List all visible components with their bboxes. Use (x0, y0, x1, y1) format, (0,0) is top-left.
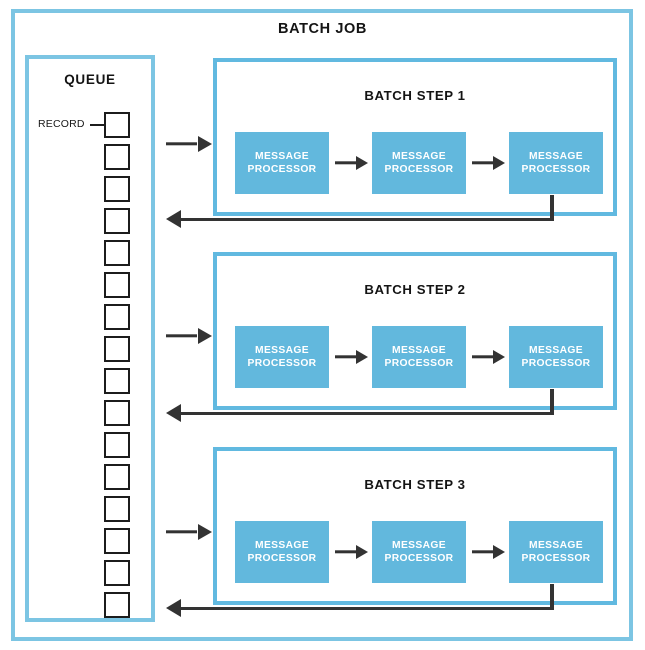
queue-to-step-2-arrow-icon (166, 328, 212, 344)
flow-arrow-right-icon (466, 156, 509, 170)
step-3-to-queue-return-arrow-icon (166, 584, 554, 632)
return-horizontal-segment (180, 217, 554, 222)
processor-line-2: PROCESSOR (247, 553, 317, 564)
arrow-head (198, 524, 212, 540)
queue-record-cell[interactable] (104, 528, 130, 554)
message-processor[interactable]: MESSAGE PROCESSOR (235, 132, 329, 194)
queue-record-cell[interactable] (104, 304, 130, 330)
arrow-head (493, 545, 505, 559)
batch-step-1-processor-row: MESSAGE PROCESSOR MESSAGE PROCESSOR MESS… (235, 132, 603, 194)
flow-arrow-right-icon (329, 156, 372, 170)
queue-record-cell[interactable] (104, 560, 130, 586)
queue-record-cell[interactable] (104, 112, 130, 138)
record-label: RECORD (38, 118, 85, 130)
processor-line-1: MESSAGE (255, 150, 309, 162)
queue-record-cell[interactable] (104, 400, 130, 426)
queue-record-list (104, 112, 138, 618)
message-processor[interactable]: MESSAGE PROCESSOR (372, 326, 466, 388)
message-processor[interactable]: MESSAGE PROCESSOR (509, 521, 603, 583)
arrow-head (493, 350, 505, 364)
return-vertical-segment (550, 195, 554, 221)
arrow-shaft (166, 530, 197, 534)
processor-line-2: PROCESSOR (384, 553, 454, 564)
queue-record-cell[interactable] (104, 144, 130, 170)
step-1-to-queue-return-arrow-icon (166, 195, 554, 243)
queue-record-cell[interactable] (104, 368, 130, 394)
processor-line-1: MESSAGE (392, 344, 446, 356)
batch-step-2: BATCH STEP 2 MESSAGE PROCESSOR MESSAGE P… (213, 252, 617, 410)
batch-step-2-title: BATCH STEP 2 (364, 282, 466, 297)
processor-line-1: MESSAGE (529, 150, 583, 162)
queue-record-cell[interactable] (104, 592, 130, 618)
arrow-head (356, 350, 368, 364)
queue-record-cell[interactable] (104, 208, 130, 234)
batch-step-2-processor-row: MESSAGE PROCESSOR MESSAGE PROCESSOR MESS… (235, 326, 603, 388)
queue-title: QUEUE (64, 72, 116, 87)
record-leader-line (90, 124, 104, 126)
arrow-shaft (472, 355, 495, 359)
batch-step-3: BATCH STEP 3 MESSAGE PROCESSOR MESSAGE P… (213, 447, 617, 605)
batch-step-3-processor-row: MESSAGE PROCESSOR MESSAGE PROCESSOR MESS… (235, 521, 603, 583)
processor-line-1: MESSAGE (529, 539, 583, 551)
arrow-head (356, 156, 368, 170)
message-processor[interactable]: MESSAGE PROCESSOR (509, 132, 603, 194)
message-processor[interactable]: MESSAGE PROCESSOR (509, 326, 603, 388)
return-vertical-segment (550, 584, 554, 610)
batch-step-1: BATCH STEP 1 MESSAGE PROCESSOR MESSAGE P… (213, 58, 617, 216)
processor-line-1: MESSAGE (255, 539, 309, 551)
queue-record-cell[interactable] (104, 336, 130, 362)
arrow-shaft (166, 334, 197, 338)
message-processor[interactable]: MESSAGE PROCESSOR (372, 132, 466, 194)
batch-step-3-title: BATCH STEP 3 (364, 477, 466, 492)
message-processor[interactable]: MESSAGE PROCESSOR (372, 521, 466, 583)
queue-record-cell[interactable] (104, 272, 130, 298)
arrow-head (493, 156, 505, 170)
arrow-shaft (472, 550, 495, 554)
processor-line-2: PROCESSOR (247, 164, 317, 175)
processor-line-2: PROCESSOR (521, 164, 591, 175)
arrow-head (166, 210, 181, 229)
batch-job-title: BATCH JOB (278, 21, 367, 37)
flow-arrow-right-icon (329, 350, 372, 364)
step-2-to-queue-return-arrow-icon (166, 389, 554, 437)
processor-line-2: PROCESSOR (384, 164, 454, 175)
processor-line-1: MESSAGE (392, 539, 446, 551)
queue-record-cell[interactable] (104, 496, 130, 522)
queue-to-step-1-arrow-icon (166, 136, 212, 152)
queue-record-cell[interactable] (104, 240, 130, 266)
processor-line-2: PROCESSOR (247, 358, 317, 369)
processor-line-1: MESSAGE (529, 344, 583, 356)
arrow-shaft (472, 161, 495, 165)
flow-arrow-right-icon (466, 350, 509, 364)
flow-arrow-right-icon (329, 545, 372, 559)
arrow-head (166, 599, 181, 618)
arrow-head (166, 404, 181, 423)
queue-record-cell[interactable] (104, 176, 130, 202)
arrow-shaft (335, 550, 358, 554)
return-horizontal-segment (180, 411, 554, 416)
message-processor[interactable]: MESSAGE PROCESSOR (235, 326, 329, 388)
queue-record-cell[interactable] (104, 432, 130, 458)
arrow-head (198, 328, 212, 344)
processor-line-2: PROCESSOR (521, 553, 591, 564)
arrow-shaft (335, 355, 358, 359)
queue-container (25, 55, 155, 622)
message-processor[interactable]: MESSAGE PROCESSOR (235, 521, 329, 583)
processor-line-1: MESSAGE (392, 150, 446, 162)
flow-arrow-right-icon (466, 545, 509, 559)
processor-line-2: PROCESSOR (521, 358, 591, 369)
arrow-shaft (335, 161, 358, 165)
batch-step-1-title: BATCH STEP 1 (364, 88, 466, 103)
processor-line-1: MESSAGE (255, 344, 309, 356)
processor-line-2: PROCESSOR (384, 358, 454, 369)
return-horizontal-segment (180, 606, 554, 611)
arrow-head (198, 136, 212, 152)
arrow-head (356, 545, 368, 559)
return-vertical-segment (550, 389, 554, 415)
arrow-shaft (166, 142, 197, 146)
queue-record-cell[interactable] (104, 464, 130, 490)
queue-to-step-3-arrow-icon (166, 524, 212, 540)
